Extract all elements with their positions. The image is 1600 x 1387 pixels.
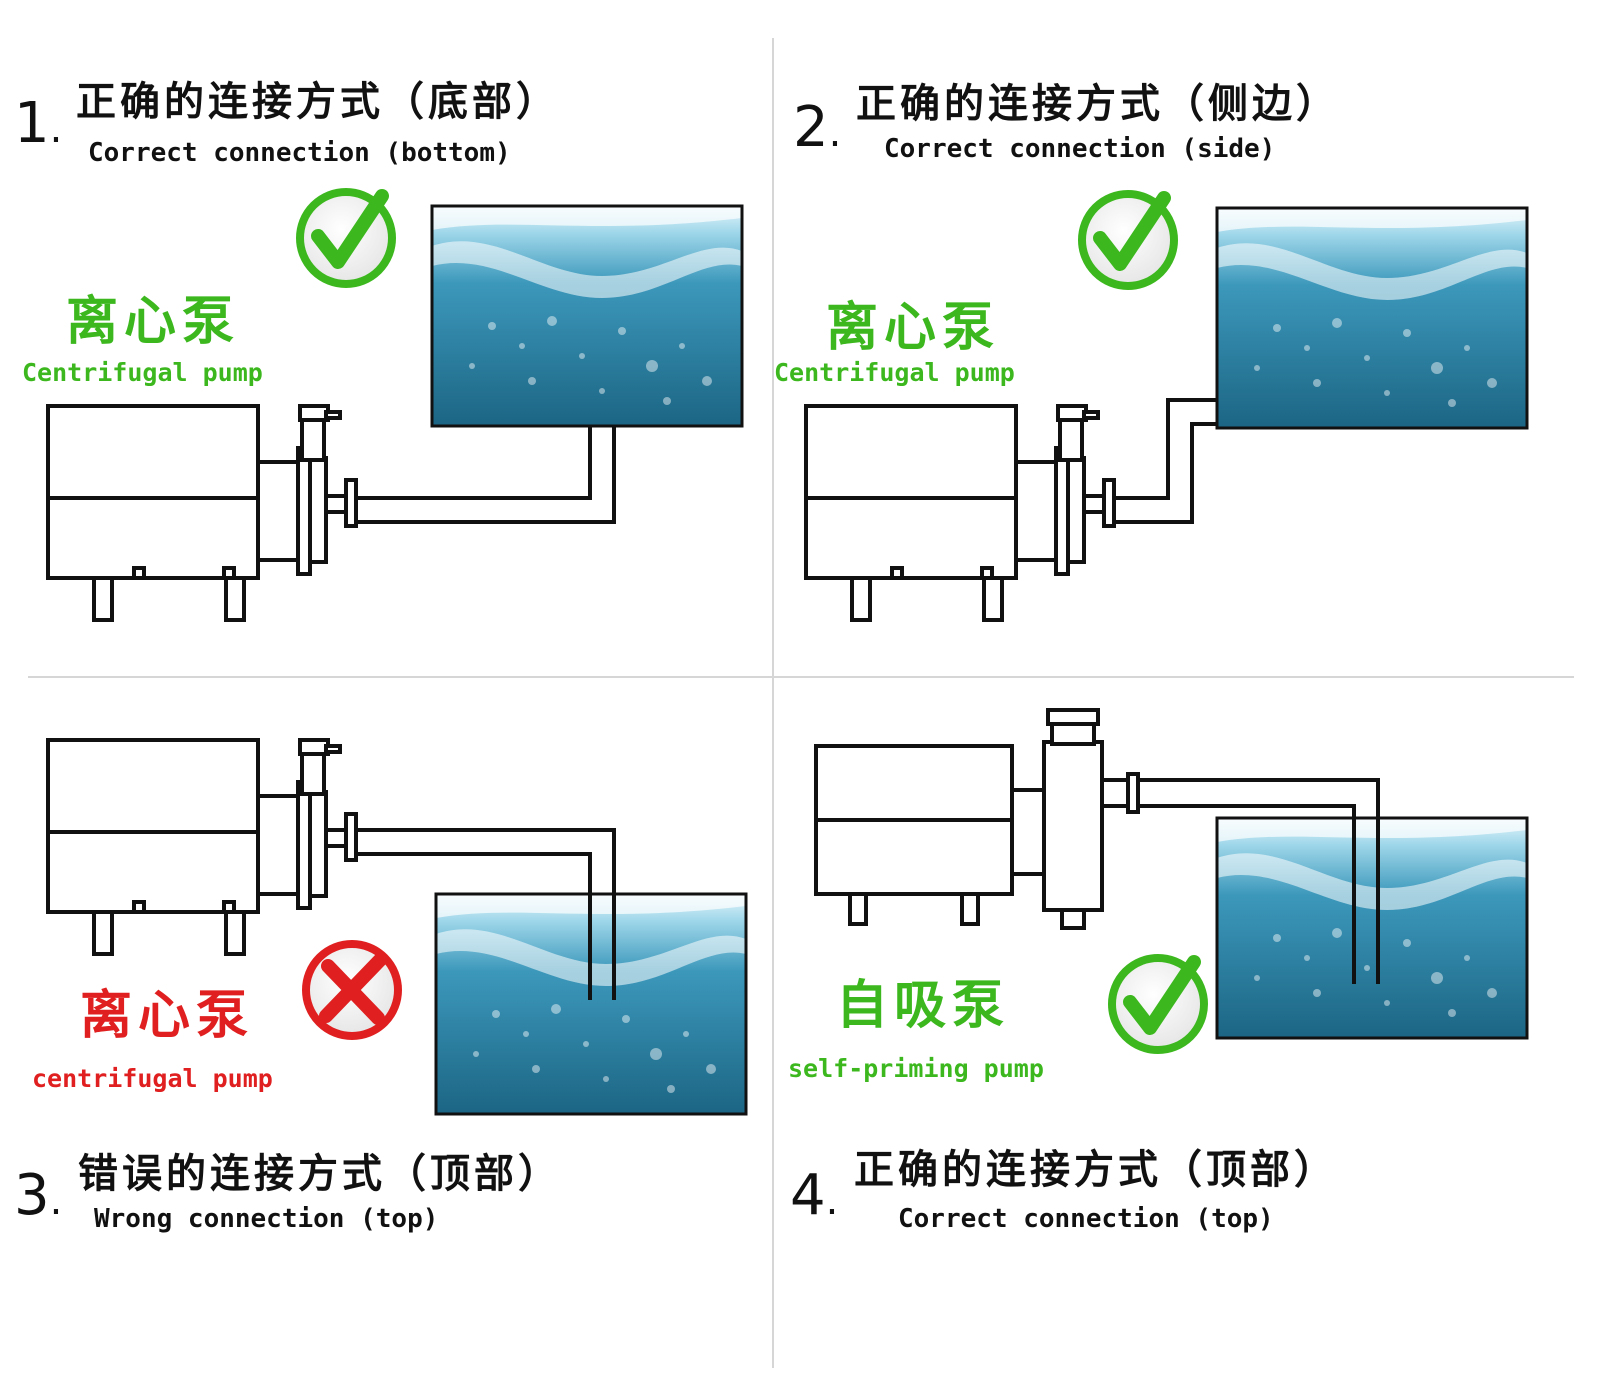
panel-1-pump-en: Centrifugal pump bbox=[22, 358, 263, 387]
panel-4-pump-cn: 自吸泵 bbox=[836, 976, 1011, 1036]
vertical-divider bbox=[772, 38, 774, 1368]
panel-2-check-icon bbox=[1082, 194, 1174, 286]
panel-1-title-en: Correct connection (bottom) bbox=[88, 138, 511, 168]
panel-4-title-en: Correct connection (top) bbox=[898, 1204, 1274, 1234]
panel-3-title-cn: 错误的连接方式（顶部） bbox=[78, 1151, 562, 1197]
panel-4-pipe bbox=[1138, 778, 1380, 984]
panel-2-centrifugal-pump bbox=[804, 404, 1116, 622]
panel-1-pump-cn: 离心泵 bbox=[66, 292, 241, 352]
panel-4-pump-en: self-priming pump bbox=[788, 1054, 1044, 1083]
panel-3-cross-icon bbox=[302, 940, 402, 1040]
panel-1-pipe bbox=[356, 426, 616, 524]
panel-3-pipe bbox=[356, 828, 616, 1000]
panel-3-pump-cn: 离心泵 bbox=[80, 986, 255, 1046]
panel-2-pump-cn: 离心泵 bbox=[826, 298, 1001, 358]
panel-2-title-en: Correct connection (side) bbox=[884, 134, 1276, 164]
panel-4-number: 4. bbox=[790, 1163, 839, 1228]
panel-3-title-en: Wrong connection (top) bbox=[94, 1204, 439, 1234]
panel-1-number: 1. bbox=[14, 91, 63, 156]
panel-1-title-cn: 正确的连接方式（底部） bbox=[76, 79, 560, 125]
panel-4-title-cn: 正确的连接方式（顶部） bbox=[854, 1147, 1338, 1193]
panel-2-title-cn: 正确的连接方式（侧边） bbox=[856, 81, 1340, 127]
panel-1-check-icon bbox=[300, 192, 392, 284]
panel-4-check-icon bbox=[1112, 958, 1204, 1050]
panel-2-water-tank bbox=[1215, 206, 1529, 430]
panel-1-water-tank bbox=[430, 204, 744, 428]
panel-2-pump-en: Centrifugal pump bbox=[774, 358, 1015, 387]
panel-3-pump-en: centrifugal pump bbox=[32, 1064, 273, 1093]
panel-2-pipe bbox=[1114, 398, 1217, 524]
panel-3-number: 3. bbox=[14, 1163, 63, 1228]
panel-1-centrifugal-pump bbox=[46, 404, 358, 622]
panel-2-number: 2. bbox=[793, 95, 842, 160]
horizontal-divider bbox=[28, 676, 1574, 678]
panel-4-self-priming-pump bbox=[814, 708, 1140, 930]
panel-3-centrifugal-pump bbox=[46, 738, 358, 956]
panel-4-water-tank bbox=[1215, 816, 1529, 1040]
